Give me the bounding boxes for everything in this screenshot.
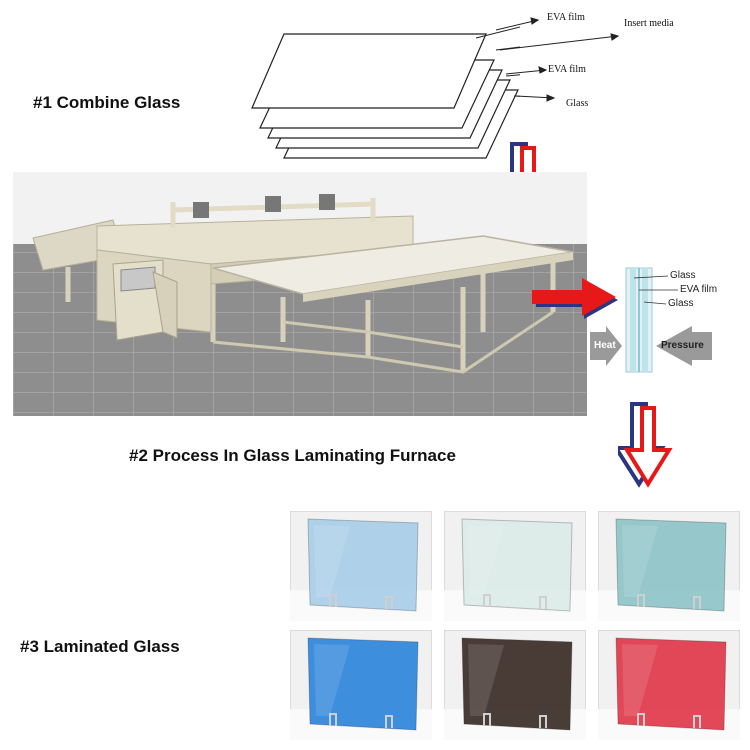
right-arrow [532,278,618,319]
cross-label-glass-bottom: Glass [668,298,694,309]
pressure-label: Pressure [661,340,704,351]
step-2-title: #2 Process In Glass Laminating Furnace [129,446,456,465]
laminating-furnace-scene [13,172,587,416]
layer-eva-film-top [251,33,487,109]
glass-sample-photo [444,630,586,740]
label-glass: Glass [566,98,589,109]
glass-sample-photo [598,511,740,621]
glass-sample-photo [290,511,432,621]
glass-sample-photo [598,630,740,740]
step-3-title: #3 Laminated Glass [20,637,180,656]
label-eva-film-top: EVA film [547,12,585,23]
laminated-glass-samples [290,511,740,749]
cross-label-glass-top: Glass [670,270,696,281]
cross-section-diagram [590,267,712,373]
label-insert-media: Insert media [624,18,674,29]
heat-label: Heat [594,340,616,351]
label-eva-film-lower: EVA film [548,64,586,75]
glass-sample-photo [290,630,432,740]
down-arrow-2 [618,402,673,488]
pressure-arrow [656,326,712,366]
glass-sample-photo [444,511,586,621]
heat-arrow [590,326,622,366]
step-1-title: #1 Combine Glass [33,93,181,112]
layer-arrows [495,17,620,102]
glass-layers-diagram [251,26,520,159]
cross-label-eva-film: EVA film [680,284,718,295]
